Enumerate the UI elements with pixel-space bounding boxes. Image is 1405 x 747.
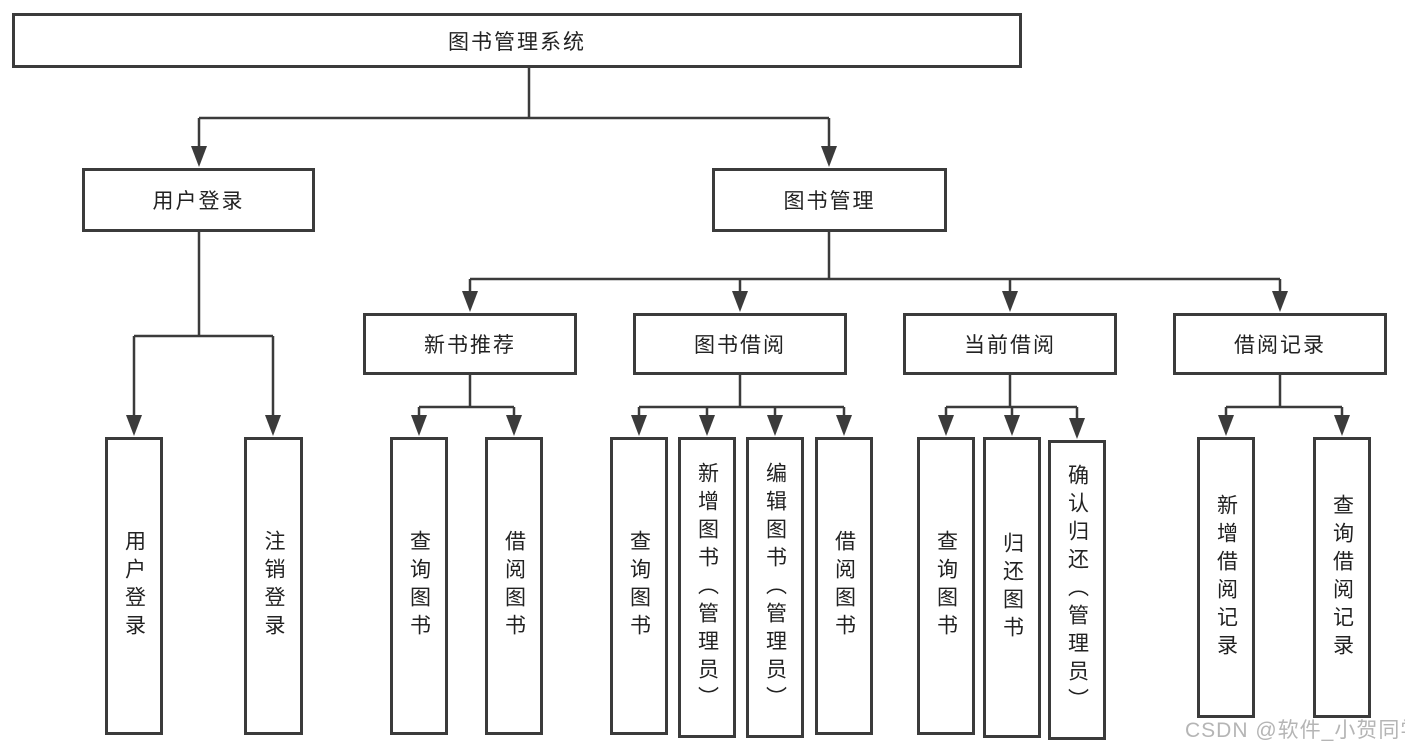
node-label: 编辑图书（管理员） bbox=[763, 461, 787, 714]
node-label: 借阅图书 bbox=[832, 530, 856, 642]
node-label: 新增图书（管理员） bbox=[695, 461, 719, 714]
node-label: 图书管理 bbox=[783, 190, 876, 213]
node-label: 用户登录 bbox=[122, 530, 146, 642]
leaf-borrow-books-2: 借阅图书 bbox=[815, 437, 873, 735]
node-label: 查询图书 bbox=[627, 530, 651, 642]
leaf-query-borrow-record: 查询借阅记录 bbox=[1313, 437, 1371, 718]
node-label: 注销登录 bbox=[262, 530, 285, 642]
connector-rails bbox=[132, 68, 1344, 422]
node-book-management: 图书管理 bbox=[712, 168, 947, 232]
node-label: 图书管理系统 bbox=[448, 30, 586, 54]
leaf-return-books: 归还图书 bbox=[983, 437, 1041, 738]
node-label: 当前借阅 bbox=[964, 334, 1056, 357]
node-current-borrow: 当前借阅 bbox=[903, 313, 1117, 375]
node-label: 图书借阅 bbox=[694, 334, 786, 357]
node-label: 新书推荐 bbox=[424, 334, 516, 357]
leaf-query-books-current: 查询图书 bbox=[917, 437, 975, 735]
leaf-query-books-borrow: 查询图书 bbox=[610, 437, 668, 735]
node-label: 新增借阅记录 bbox=[1214, 493, 1238, 662]
leaf-logout: 注销登录 bbox=[244, 437, 303, 735]
node-user-login: 用户登录 bbox=[82, 168, 315, 232]
leaf-confirm-return-admin: 确认归还（管理员） bbox=[1048, 440, 1106, 740]
leaf-add-borrow-record: 新增借阅记录 bbox=[1197, 437, 1255, 718]
leaf-query-books-recommend: 查询图书 bbox=[390, 437, 448, 735]
csdn-watermark: CSDN @软件_小贺同学 bbox=[1185, 719, 1405, 742]
node-borrow-records: 借阅记录 bbox=[1173, 313, 1387, 375]
node-new-book-recommend: 新书推荐 bbox=[363, 313, 577, 375]
node-label: 查询借阅记录 bbox=[1330, 493, 1354, 662]
leaf-borrow-books-recommend: 借阅图书 bbox=[485, 437, 543, 735]
leaf-user-login: 用户登录 bbox=[105, 437, 163, 735]
node-label: 确认归还（管理员） bbox=[1065, 464, 1089, 716]
node-label: 归还图书 bbox=[1000, 531, 1024, 644]
node-root-system: 图书管理系统 bbox=[12, 13, 1022, 68]
arrowhead-icons bbox=[126, 146, 1350, 439]
node-label: 借阅记录 bbox=[1234, 334, 1326, 357]
leaf-add-book-admin: 新增图书（管理员） bbox=[678, 437, 736, 738]
leaf-edit-book-admin: 编辑图书（管理员） bbox=[746, 437, 804, 738]
node-label: 查询图书 bbox=[934, 530, 958, 642]
node-label: 查询图书 bbox=[407, 530, 431, 642]
node-label: 用户登录 bbox=[152, 190, 245, 213]
node-label: 借阅图书 bbox=[502, 530, 526, 642]
node-book-borrow: 图书借阅 bbox=[633, 313, 847, 375]
